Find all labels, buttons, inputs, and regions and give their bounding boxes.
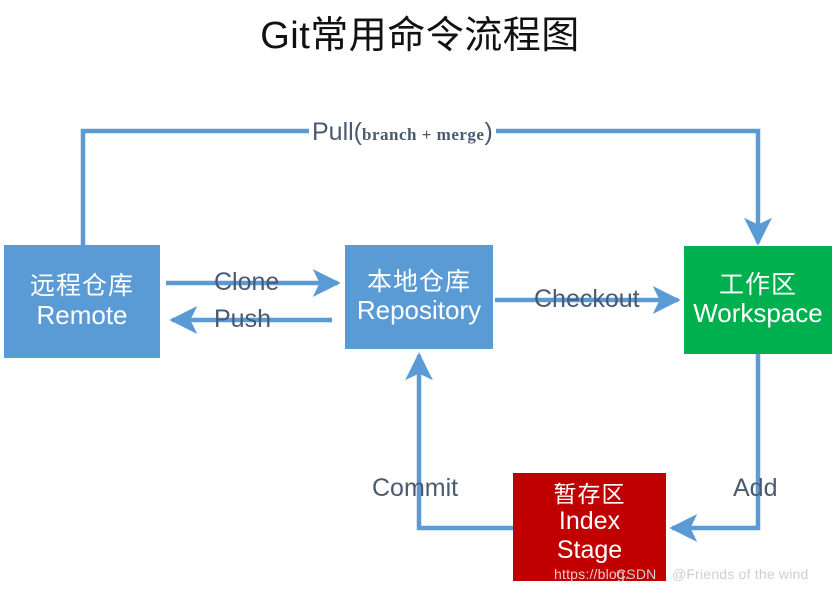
node-remote[interactable]: 远程仓库 Remote [4,245,160,358]
node-repository-label-cn: 本地仓库 [366,267,471,296]
node-remote-label-cn: 远程仓库 [29,272,134,301]
edge-label-pull-sub: branch + merge [362,125,485,144]
node-workspace-label-en: Workspace [693,298,823,329]
watermark-site: CSDN [616,566,657,582]
node-remote-label-en: Remote [36,299,128,330]
edge-label-pull-main: Pull( [312,118,363,146]
edge-commit-arrow [405,352,513,531]
node-workspace-label-cn: 工作区 [718,270,797,299]
page-title: Git常用命令流程图 [260,15,580,57]
edge-label-push: Push [214,305,271,333]
edge-label-pull: Pull(branch + merge) [309,118,496,149]
edge-label-checkout: Checkout [534,285,640,313]
edge-label-pull-close: ) [484,118,493,146]
node-index-stage[interactable]: 暂存区 Index Stage [513,473,666,581]
node-repository[interactable]: 本地仓库 Repository [345,245,493,349]
node-index-label-cn: 暂存区 [553,481,626,507]
watermark-url: https://blog. [554,566,629,582]
edge-label-add: Add [733,474,778,502]
watermark-author: @Friends of the wind [672,566,809,582]
node-repository-label-en: Repository [356,295,482,326]
node-index-label-en: Index [558,507,621,536]
node-index-label-en2: Stage [556,535,623,564]
edge-label-clone: Clone [214,268,280,296]
node-workspace[interactable]: 工作区 Workspace [684,246,832,354]
edge-label-commit: Commit [372,474,459,502]
edge-add-arrow [669,354,761,542]
